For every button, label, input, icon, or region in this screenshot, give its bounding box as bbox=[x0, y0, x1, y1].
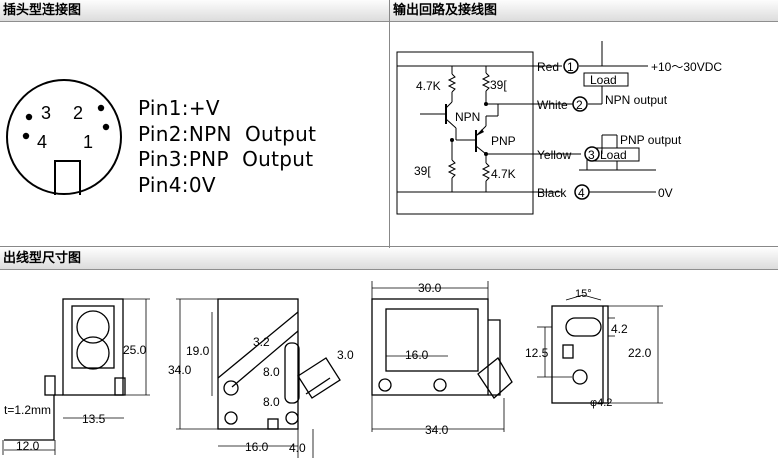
bracket-view-body bbox=[551, 305, 609, 404]
resistor-39-bottom bbox=[447, 159, 457, 179]
dim-4-2: 4.2 bbox=[611, 322, 628, 336]
pnp-label: PNP bbox=[491, 134, 516, 148]
load-npn-label: Load bbox=[590, 73, 617, 87]
dim-22: 22.0 bbox=[628, 346, 652, 360]
dim-12-5: 12.5 bbox=[525, 346, 549, 360]
npn-output-label: NPN output bbox=[605, 93, 668, 107]
dim-8-b: 8.0 bbox=[263, 395, 280, 409]
wire-2-circle bbox=[572, 96, 588, 112]
dim-3-2: 3.2 bbox=[253, 335, 270, 349]
resistor-39-top bbox=[481, 72, 491, 92]
dim-8-a: 8.0 bbox=[263, 365, 280, 379]
pin-list: Pin1:+V Pin2:NPN Output Pin3:PNP Output … bbox=[138, 96, 316, 198]
dim-13-5: 13.5 bbox=[82, 412, 106, 426]
dim-34-horizontal: 34.0 bbox=[425, 423, 449, 437]
pin-label-2: 2 bbox=[73, 103, 83, 123]
wire-white-label: White bbox=[537, 98, 568, 112]
resistor-4-7k-bottom bbox=[481, 162, 491, 182]
r-4-7k-bottom-label: 4.7K bbox=[491, 167, 516, 181]
circuit-diagram: 1 2 3 4 Red White Yellow Black +10～30VDC… bbox=[396, 41, 722, 215]
wire-3-num: 3 bbox=[588, 148, 595, 162]
pin-label-4: 4 bbox=[37, 132, 47, 152]
pin-label-1: 1 bbox=[83, 132, 93, 152]
npn-label: NPN bbox=[455, 110, 480, 124]
ground-label: 0V bbox=[658, 186, 673, 200]
pin-3-dot bbox=[25, 113, 33, 121]
dim-12: 12.0 bbox=[16, 439, 40, 453]
wire-4-num: 4 bbox=[578, 186, 585, 200]
pin3-text: Pin3:PNP Output bbox=[138, 147, 314, 171]
pin2-text: Pin2:NPN Output bbox=[138, 121, 317, 146]
resistor-4-7k-top bbox=[447, 73, 457, 93]
wire-yellow-label: Yellow bbox=[537, 148, 572, 162]
wire-1-circle bbox=[563, 58, 579, 74]
dim-16-b: 16.0 bbox=[405, 348, 429, 362]
pin1-text: Pin1:+V bbox=[138, 96, 220, 120]
dim-34-vertical: 34.0 bbox=[168, 363, 192, 377]
dim-25: 25.0 bbox=[123, 343, 147, 357]
supply-label: +10～30VDC bbox=[651, 60, 722, 74]
dim-16-a: 16.0 bbox=[245, 440, 269, 454]
wire-black-label: Black bbox=[537, 186, 567, 200]
sensor-box bbox=[396, 51, 534, 215]
back-view-body bbox=[371, 298, 489, 396]
dimensions-header: 出线型尺寸图 bbox=[0, 248, 778, 270]
mounting-bracket bbox=[4, 394, 63, 441]
dim-3-0: 3.0 bbox=[337, 348, 354, 362]
connector-outline bbox=[6, 79, 122, 195]
wire-1-num: 1 bbox=[567, 60, 574, 74]
dimension-drawings: 25.0 t=1.2mm 13.5 12.0 19.0 34.0 3.2 8.0… bbox=[2, 281, 663, 458]
dim-15-deg: 15° bbox=[575, 288, 592, 300]
dim-30: 30.0 bbox=[418, 281, 442, 295]
wire-red-label: Red bbox=[537, 60, 559, 74]
front-view-body bbox=[62, 298, 124, 396]
pin-1-dot bbox=[102, 123, 110, 131]
connector-header: 插头型连接图 bbox=[0, 0, 390, 22]
dim-19: 19.0 bbox=[186, 344, 210, 358]
load-pnp-label: Load bbox=[600, 148, 627, 162]
pnp-output-label: PNP output bbox=[620, 133, 682, 147]
load-box-npn bbox=[583, 72, 629, 87]
connector-diagram: 3 2 4 1 bbox=[6, 79, 122, 195]
pin-2-dot bbox=[97, 104, 105, 112]
side-view-body bbox=[217, 298, 299, 430]
r-4-7k-top-label: 4.7K bbox=[416, 79, 441, 93]
pin4-text: Pin4:0V bbox=[138, 172, 216, 197]
pin-label-3: 3 bbox=[41, 103, 51, 123]
dim-thickness: t=1.2mm bbox=[4, 403, 51, 417]
circuit-header: 输出回路及接线图 bbox=[390, 0, 778, 22]
r-39-top-label: 39[ bbox=[490, 78, 507, 92]
r-39-bottom-label: 39[ bbox=[414, 164, 431, 178]
pin-4-dot bbox=[22, 132, 30, 140]
connector-key-notch bbox=[54, 160, 81, 195]
top-border bbox=[0, 246, 778, 247]
wire-3-circle bbox=[584, 146, 600, 162]
dim-phi-4-2: φ4.2 bbox=[590, 397, 612, 409]
wire-2-num: 2 bbox=[576, 98, 583, 112]
section-divider bbox=[389, 0, 390, 248]
dim-4-0: 4.0 bbox=[289, 441, 306, 455]
